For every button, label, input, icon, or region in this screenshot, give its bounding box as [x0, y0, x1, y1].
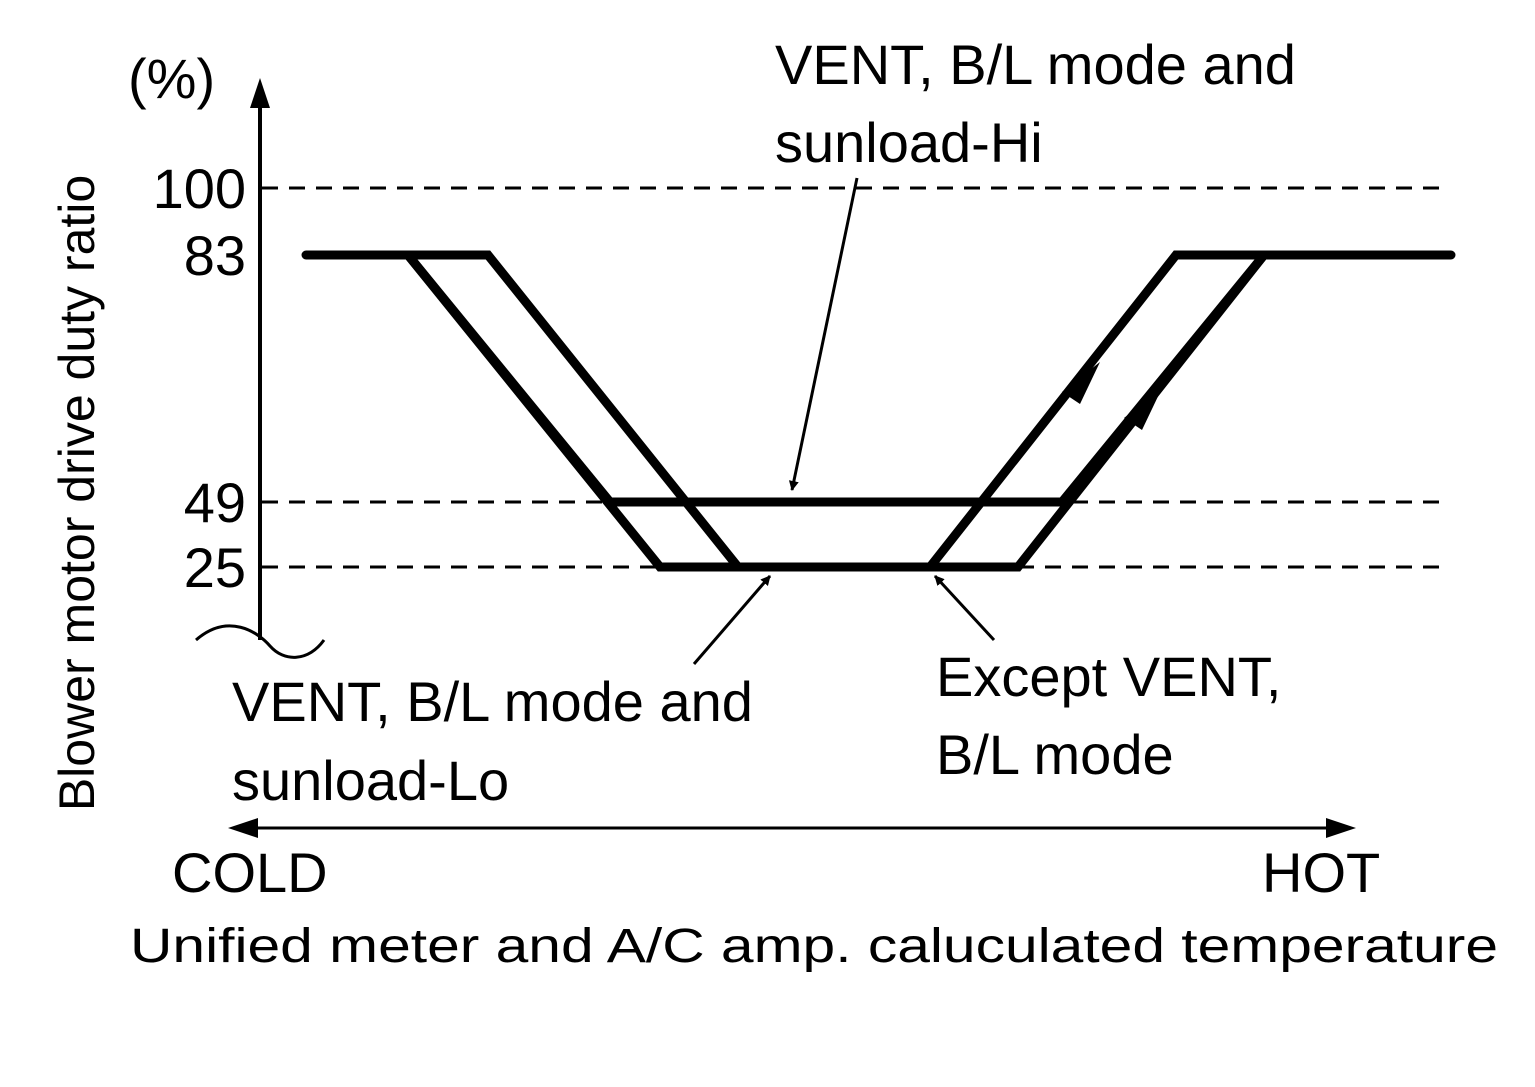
- except-annotation-line1: Except VENT,: [936, 645, 1281, 708]
- y-tick-label-49: 49: [184, 471, 246, 534]
- hi-annotation-line2: sunload-Hi: [775, 111, 1043, 174]
- series-vent-bl-sunload-lo: [301, 250, 1456, 572]
- lo-annotation-line1: VENT, B/L mode and: [232, 670, 753, 733]
- hi-annotation-line1: VENT, B/L mode and: [775, 33, 1296, 96]
- y-tick-label-25: 25: [184, 536, 246, 599]
- up-direction-arrow-icon: [1124, 388, 1162, 430]
- series-vent-bl-sunload-hi: [403, 250, 1269, 507]
- x-axis-title: Unified meter and A/C amp. caluculated t…: [130, 920, 1498, 973]
- y-axis-arrowhead: [250, 78, 270, 108]
- y-tick-label-100: 100: [153, 157, 246, 220]
- x-axis-cold-label: COLD: [172, 841, 328, 904]
- lo-annotation-pointer: [692, 575, 772, 665]
- hi-annotation-pointer: [788, 177, 859, 491]
- y-axis-break-mark: [195, 624, 326, 659]
- y-axis-title: Blower motor drive duty ratio: [49, 175, 105, 811]
- down-direction-arrow-icon: [1062, 362, 1100, 404]
- y-tick-label-83: 83: [184, 224, 246, 287]
- x-axis-right-arrowhead: [1326, 818, 1356, 838]
- x-axis-hot-label: HOT: [1262, 841, 1380, 904]
- except-annotation-line2: B/L mode: [936, 723, 1174, 786]
- y-axis-unit: (%): [128, 47, 215, 110]
- series-curves: [301, 250, 1456, 572]
- lo-annotation-line2: sunload-Lo: [232, 749, 509, 812]
- x-axis-left-arrowhead: [228, 818, 258, 838]
- except-annotation-pointer: [933, 574, 996, 642]
- reference-lines: [262, 186, 1450, 569]
